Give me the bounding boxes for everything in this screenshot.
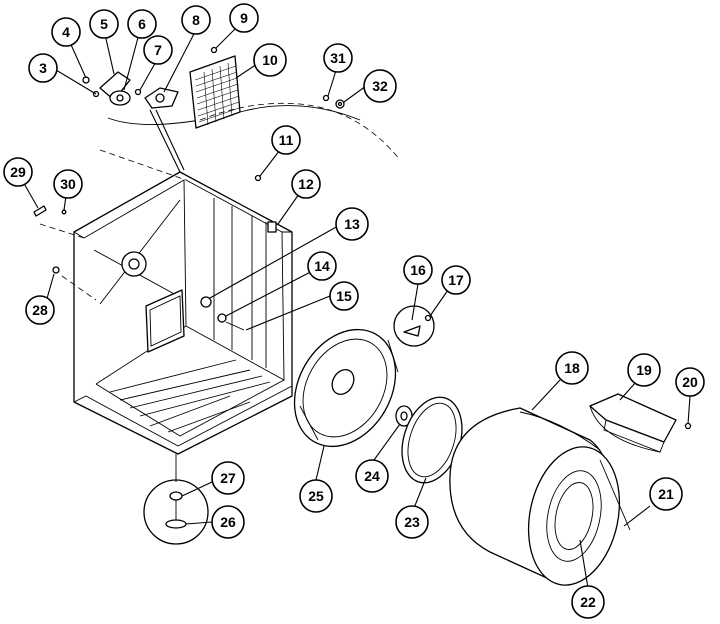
part-13-fastener [200, 296, 212, 308]
callout-12: 12 [291, 169, 321, 199]
dashed-guide-2 [39, 223, 85, 239]
part-31-screw [322, 94, 330, 102]
callout-22: 22 [571, 585, 605, 619]
dashed-guide-3 [61, 275, 97, 301]
svg-text:4: 4 [62, 24, 70, 40]
callout-5: 5 [89, 9, 119, 39]
part-16-17-detail [393, 305, 435, 347]
callout-30: 30 [53, 169, 83, 199]
part-14-fastener [217, 313, 227, 323]
callout-7: 7 [143, 35, 173, 65]
part-5-clip [99, 71, 131, 101]
svg-text:28: 28 [32, 302, 48, 318]
svg-text:24: 24 [364, 468, 380, 484]
part-18-drum [449, 407, 621, 586]
callout-27: 27 [211, 461, 245, 495]
callout-26: 26 [211, 505, 245, 539]
part-27-nut [169, 491, 183, 501]
part-28-screw [52, 266, 60, 274]
part-20-screw [684, 422, 692, 430]
svg-text:30: 30 [60, 176, 76, 192]
callout-31: 31 [323, 43, 353, 73]
svg-text:27: 27 [220, 470, 236, 486]
part-21-belt [599, 459, 631, 531]
svg-text:13: 13 [344, 216, 360, 232]
callout-11: 11 [271, 125, 301, 155]
svg-text:18: 18 [564, 360, 580, 376]
callout-15: 15 [329, 281, 359, 311]
svg-text:31: 31 [330, 50, 346, 66]
callout-13: 13 [335, 207, 369, 241]
svg-text:6: 6 [138, 16, 146, 32]
callout-23: 23 [395, 505, 429, 539]
callout-10: 10 [253, 43, 287, 77]
svg-text:32: 32 [372, 78, 388, 94]
callout-24: 24 [355, 459, 389, 493]
svg-text:10: 10 [262, 52, 278, 68]
part-19-baffle [589, 393, 677, 453]
callout-18: 18 [555, 351, 589, 385]
callout-4: 4 [51, 17, 81, 47]
svg-text:17: 17 [448, 272, 464, 288]
svg-text:7: 7 [154, 42, 162, 58]
svg-text:14: 14 [314, 258, 330, 274]
part-26-foot [165, 519, 187, 529]
part-10-grille [189, 55, 241, 129]
part-7-screw [134, 88, 142, 96]
part-29-clip [33, 205, 47, 217]
svg-text:9: 9 [240, 10, 248, 26]
svg-text:19: 19 [636, 362, 652, 378]
svg-text:3: 3 [39, 60, 47, 76]
svg-text:16: 16 [410, 262, 426, 278]
svg-text:21: 21 [658, 486, 674, 502]
callout-25: 25 [299, 479, 333, 513]
callout-8: 8 [181, 5, 211, 35]
svg-text:11: 11 [279, 132, 294, 148]
svg-text:25: 25 [308, 488, 324, 504]
callout-29: 29 [3, 157, 33, 187]
callout-3: 3 [28, 53, 58, 83]
callout-14: 14 [307, 251, 337, 281]
svg-text:15: 15 [336, 288, 352, 304]
svg-text:20: 20 [682, 374, 698, 390]
callout-28: 28 [25, 295, 55, 325]
callout-group: 3 4 5 6 7 8 9 10 31 32 11 12 13 14 15 29… [3, 3, 705, 619]
callout-16: 16 [403, 255, 433, 285]
part-15-pin [225, 321, 245, 331]
svg-text:26: 26 [220, 514, 236, 530]
callout-17: 17 [441, 265, 471, 295]
callout-20: 20 [675, 367, 705, 397]
svg-text:5: 5 [100, 16, 108, 32]
callout-21: 21 [649, 477, 683, 511]
leveling-foot-assembly [143, 454, 209, 545]
part-25-bulkhead [293, 328, 399, 448]
dashed-guide-1 [99, 149, 187, 181]
callout-6: 6 [127, 9, 157, 39]
callout-19: 19 [627, 353, 661, 387]
svg-text:29: 29 [10, 164, 26, 180]
callout-9: 9 [229, 3, 259, 33]
svg-text:23: 23 [404, 514, 420, 530]
cabinet [73, 171, 293, 455]
callout-32: 32 [363, 69, 397, 103]
part-30-screw [61, 209, 67, 215]
part-9-screw [210, 46, 218, 54]
part-11-screw [254, 174, 262, 182]
part-12-plug [267, 221, 277, 233]
part-23-seal-ring [401, 396, 463, 484]
top-outline-dashed [199, 102, 401, 161]
svg-text:8: 8 [192, 12, 200, 28]
svg-text:22: 22 [580, 594, 596, 610]
svg-text:12: 12 [298, 176, 314, 192]
